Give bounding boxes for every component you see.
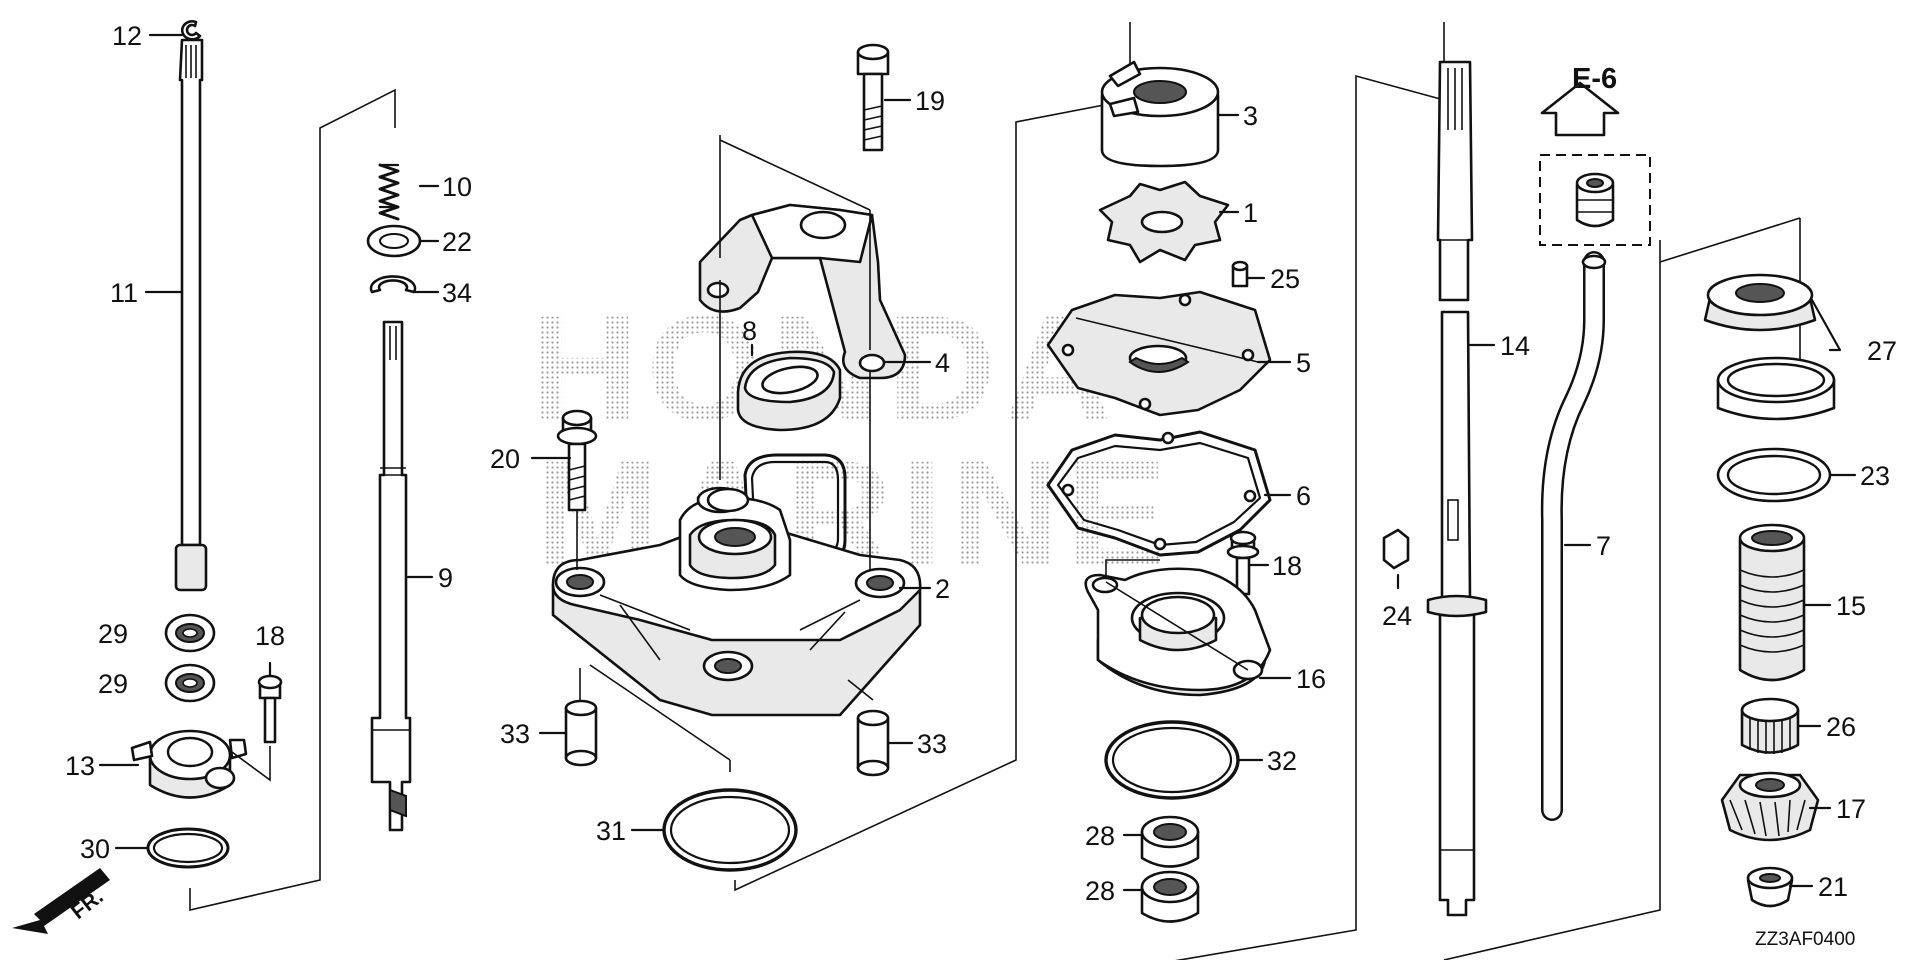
section-outlines: [189, 22, 1801, 960]
e6-reference: [1539, 81, 1651, 246]
part-2-pump-housing: [551, 486, 922, 717]
callout-33: 33: [917, 729, 947, 759]
front-direction-arrow: FR.: [12, 868, 110, 934]
callout-16: 16: [1296, 664, 1326, 694]
part-28-bearing-a: [1140, 815, 1200, 868]
part-29-bearing-b: [164, 663, 216, 703]
callout-28: 28: [1085, 821, 1115, 851]
outline-section-5b: [1659, 217, 1801, 263]
callout-31: 31: [596, 816, 626, 846]
part-11-shift-rod: [174, 38, 208, 592]
callout-18: 18: [255, 621, 285, 651]
callout-7: 7: [1596, 531, 1611, 561]
callout-12: 12: [112, 21, 142, 51]
outline-section-2: [189, 88, 396, 912]
part-23-ring: [1716, 447, 1832, 503]
part-34-clip: [369, 275, 417, 294]
part-16-pump-case: [1084, 567, 1272, 697]
part-33-dowel-b: [856, 709, 890, 777]
callout-27: 27: [1867, 336, 1897, 366]
part-19-bolt: [856, 43, 890, 152]
callout-33: 33: [500, 719, 530, 749]
callout-10: 10: [442, 172, 472, 202]
part-18-bolt-a: [257, 674, 283, 744]
callout-26: 26: [1826, 712, 1856, 742]
drawing-code: ZZ3AF0400: [1755, 929, 1855, 950]
part-25-pin: [1231, 260, 1249, 288]
callout-22: 22: [442, 227, 472, 257]
part-15-sleeve: [1738, 523, 1806, 682]
part-33-dowel-a: [564, 699, 598, 767]
callout-2: 2: [935, 574, 950, 604]
watermark: HONDA MARINE: [530, 284, 1167, 597]
part-4-bracket: [698, 203, 907, 380]
part-14-vertical-shaft: [1426, 60, 1488, 917]
part-24-key: [1382, 528, 1410, 570]
part-30-oring: [146, 827, 230, 869]
part-17-pinion-gear: [1720, 771, 1820, 842]
part-10-spring: [378, 163, 400, 221]
part-1-impeller: [1098, 180, 1230, 264]
part-5-plate: [1046, 290, 1272, 417]
callout-29: 29: [98, 619, 128, 649]
callout-9: 9: [438, 563, 453, 593]
part-29-bearing-a: [164, 613, 216, 653]
callout-23: 23: [1860, 461, 1890, 491]
leader-lines: [98, 33, 1857, 892]
outline-section-5: [1443, 240, 1661, 960]
callout-20: 20: [490, 444, 520, 474]
callouts: 12 11 29 29 18 13 30 10 22 34 9 19 8 4 2…: [65, 21, 1897, 906]
part-9-shaft: [370, 320, 412, 832]
part-31-oring: [662, 788, 798, 872]
part-21-nut: [1746, 866, 1794, 908]
part-26-needle-bearing: [1740, 697, 1800, 754]
callout-3: 3: [1243, 101, 1258, 131]
part-3-pump-liner: [1100, 60, 1220, 168]
part-20-bolt: [556, 409, 598, 512]
callout-28: 28: [1085, 876, 1115, 906]
part-6-gasket: [1046, 430, 1272, 557]
reference-label: E-6: [1572, 63, 1617, 95]
callout-34: 34: [442, 278, 472, 308]
part-13-holder: [130, 729, 248, 799]
callout-14: 14: [1500, 331, 1530, 361]
callout-1: 1: [1243, 198, 1258, 228]
callout-25: 25: [1270, 264, 1300, 294]
part-8-seal: [736, 350, 842, 432]
callout-19: 19: [915, 86, 945, 116]
part-27-bearing-assy: [1703, 273, 1836, 421]
part-7-water-tube: [1540, 251, 1607, 821]
part-housing-boss: [706, 487, 750, 513]
callout-29: 29: [98, 669, 128, 699]
part-12-clip: [181, 20, 202, 41]
callout-11: 11: [110, 278, 138, 308]
callout-8: 8: [742, 316, 757, 346]
callout-5: 5: [1296, 348, 1311, 378]
callout-6: 6: [1296, 481, 1311, 511]
callout-24: 24: [1382, 601, 1412, 631]
part-18-bolt-b: [1226, 530, 1260, 596]
callout-15: 15: [1836, 591, 1866, 621]
callout-32: 32: [1267, 746, 1297, 776]
callout-13: 13: [65, 751, 95, 781]
callout-21: 21: [1818, 872, 1848, 902]
callout-17: 17: [1836, 794, 1866, 824]
callout-30: 30: [80, 834, 110, 864]
part-22-washer: [366, 224, 422, 258]
part-32-oring: [1104, 720, 1240, 800]
part-28-bearing-b: [1140, 870, 1200, 923]
callout-18: 18: [1272, 551, 1302, 581]
callout-4: 4: [935, 348, 950, 378]
